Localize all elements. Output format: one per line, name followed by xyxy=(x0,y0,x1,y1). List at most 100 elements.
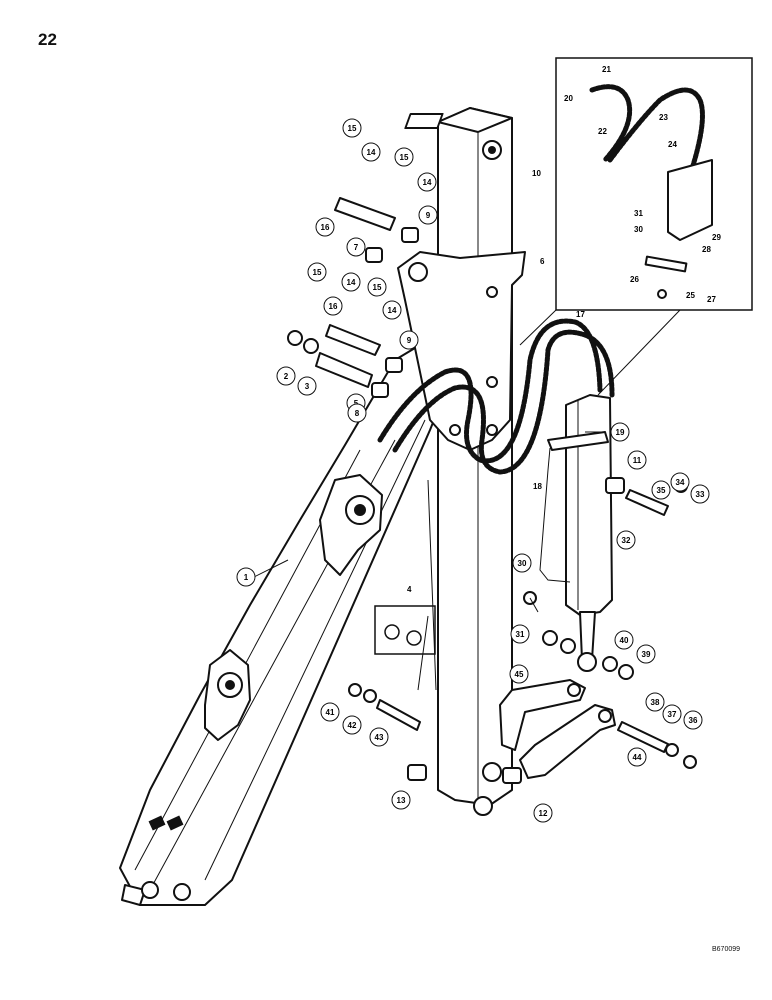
callout-9: 9 xyxy=(399,330,419,350)
callout-number: 16 xyxy=(329,302,338,311)
callout-number: 39 xyxy=(642,650,651,659)
callout-number: 16 xyxy=(321,223,330,232)
slide-bracket xyxy=(397,251,526,451)
callout-circle xyxy=(512,553,532,573)
callout-circle xyxy=(651,480,671,500)
callout-circle xyxy=(369,727,389,747)
callout-16: 16 xyxy=(323,296,343,316)
callout-38: 38 xyxy=(645,692,665,712)
callout-number: 36 xyxy=(689,716,698,725)
callout-circle xyxy=(361,142,381,162)
callout-number: 15 xyxy=(348,124,357,133)
callout-number: 14 xyxy=(347,278,356,287)
part-label-18: 18 xyxy=(533,482,542,491)
callout-circle xyxy=(636,644,656,664)
callout-31: 31 xyxy=(510,624,530,644)
callout-number: 31 xyxy=(516,630,525,639)
callout-number: 15 xyxy=(313,268,322,277)
callout-circle xyxy=(347,403,367,423)
callout-14: 14 xyxy=(341,272,361,292)
callout-2: 2 xyxy=(276,366,296,386)
cylinder xyxy=(523,394,613,672)
callout-12: 12 xyxy=(533,803,553,823)
callout-15: 15 xyxy=(307,262,327,282)
callout-39: 39 xyxy=(636,644,656,664)
part-label-29: 29 xyxy=(712,233,721,242)
callout-circle xyxy=(662,704,682,724)
part-label-30: 30 xyxy=(634,225,643,234)
callout-circle xyxy=(645,692,665,712)
callout-circle xyxy=(342,715,362,735)
callout-circle xyxy=(307,262,327,282)
callout-circle xyxy=(382,300,402,320)
callout-number: 41 xyxy=(326,708,335,717)
washer-inset-box xyxy=(374,605,436,655)
callout-circle xyxy=(236,567,256,587)
callout-40: 40 xyxy=(614,630,634,650)
hydraulic-hoses xyxy=(377,318,615,475)
callout-circle xyxy=(670,472,690,492)
callout-circle xyxy=(627,747,647,767)
callout-circle xyxy=(417,172,437,192)
callout-circle xyxy=(533,803,553,823)
callout-number: 43 xyxy=(375,733,384,742)
callout-number: 15 xyxy=(373,283,382,292)
callout-number: 5 xyxy=(354,399,359,408)
part-label-25: 25 xyxy=(686,291,695,300)
callout-41: 41 xyxy=(320,702,340,722)
callout-37: 37 xyxy=(662,704,682,724)
callout-circle xyxy=(610,422,630,442)
callout-number: 32 xyxy=(622,536,631,545)
callout-circle xyxy=(341,272,361,292)
callout-11: 11 xyxy=(627,450,647,470)
callout-number: 37 xyxy=(668,710,677,719)
boom-arm xyxy=(119,344,446,906)
callout-7: 7 xyxy=(346,237,366,257)
callout-45: 45 xyxy=(509,664,529,684)
callout-circle xyxy=(297,376,317,396)
callout-circle xyxy=(346,237,366,257)
callout-13: 13 xyxy=(391,790,411,810)
part-label-24: 24 xyxy=(668,140,677,149)
callout-33: 33 xyxy=(690,484,710,504)
drawing-code: B670099 xyxy=(712,946,741,953)
callout-circle xyxy=(391,790,411,810)
part-label-10: 10 xyxy=(532,169,541,178)
callout-number: 14 xyxy=(423,178,432,187)
callout-30: 30 xyxy=(512,553,532,573)
callout-number: 2 xyxy=(284,372,289,381)
callout-36: 36 xyxy=(683,710,703,730)
part-label-22: 22 xyxy=(598,127,607,136)
pins-and-bushings xyxy=(287,197,706,784)
callout-44: 44 xyxy=(627,747,647,767)
callout-circle xyxy=(627,450,647,470)
callout-16: 16 xyxy=(315,217,335,237)
callout-number: 14 xyxy=(367,148,376,157)
part-label-26: 26 xyxy=(630,275,639,284)
callout-number: 33 xyxy=(696,490,705,499)
callout-number: 38 xyxy=(651,698,660,707)
hose-detail-inset xyxy=(519,57,753,396)
callout-number: 9 xyxy=(426,211,431,220)
callout-number: 7 xyxy=(354,243,359,252)
callout-42: 42 xyxy=(342,715,362,735)
callout-number: 34 xyxy=(676,478,685,487)
callout-number: 35 xyxy=(657,486,666,495)
callout-circle xyxy=(394,147,414,167)
callout-number: 14 xyxy=(388,306,397,315)
callout-number: 12 xyxy=(539,809,548,818)
callout-9: 9 xyxy=(418,205,438,225)
callout-number: 45 xyxy=(515,670,524,679)
callout-number: 9 xyxy=(407,336,412,345)
callout-14: 14 xyxy=(361,142,381,162)
callout-circle xyxy=(616,530,636,550)
leader-lines xyxy=(247,431,605,691)
part-label-17: 17 xyxy=(576,310,585,319)
callout-number: 30 xyxy=(518,559,527,568)
part-label-6: 6 xyxy=(540,257,545,266)
callout-circle xyxy=(315,217,335,237)
callout-14: 14 xyxy=(417,172,437,192)
callout-circle xyxy=(690,484,710,504)
